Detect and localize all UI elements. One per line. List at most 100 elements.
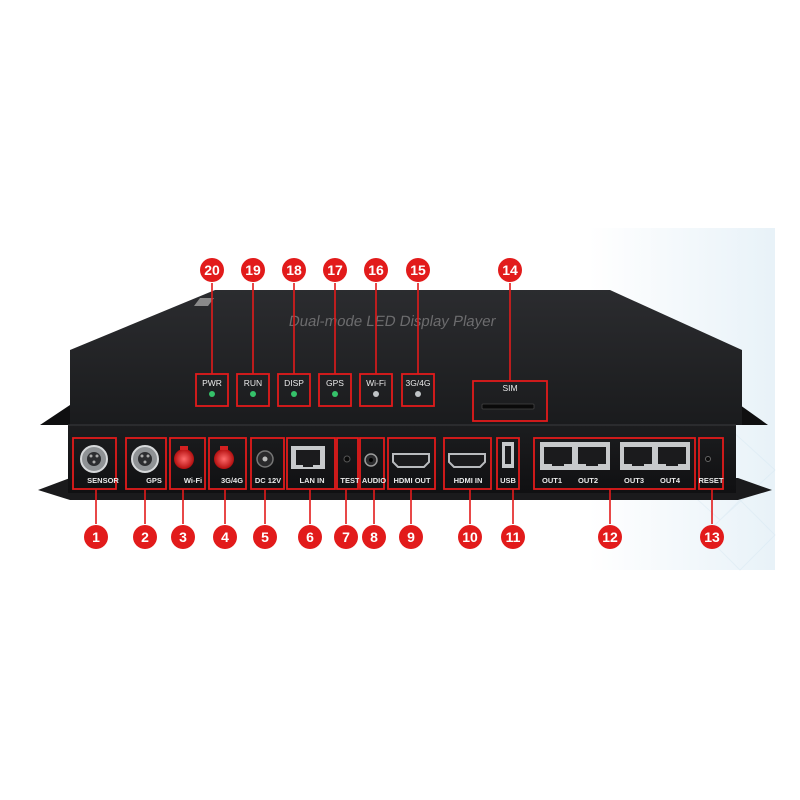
led-light	[415, 391, 421, 397]
port-callout-reset: RESET 13	[698, 437, 724, 549]
callout-16-number: 16	[368, 262, 384, 278]
port-test[interactable]	[343, 455, 351, 463]
port-callout-gps: GPS 2	[125, 437, 167, 549]
callout-19: 19	[241, 258, 265, 282]
indicator-label: DISP	[284, 378, 304, 388]
indicator-label: 3G/4G	[405, 378, 430, 388]
callout-6-number: 6	[306, 529, 314, 545]
indicator-3g4g: 3G/4G 15	[401, 258, 435, 407]
port-label: AUDIO	[362, 476, 386, 485]
port-gps[interactable]	[131, 445, 159, 473]
indicator-disp: DISP 18	[277, 258, 311, 407]
callout-14-number: 14	[502, 262, 518, 278]
indicator-label: PWR	[202, 378, 222, 388]
out-port-label: OUT2	[578, 476, 598, 485]
brand-logo	[194, 298, 214, 306]
callout-2: 2	[133, 525, 157, 549]
out-port-label: OUT4	[660, 476, 681, 485]
led-light	[250, 391, 256, 397]
callout-4: 4	[213, 525, 237, 549]
callout-14: 14	[498, 258, 522, 282]
callout-6: 6	[298, 525, 322, 549]
out-port-label: OUT1	[542, 476, 562, 485]
port-label: GPS	[146, 476, 162, 485]
callout-9-number: 9	[407, 529, 415, 545]
callout-15-number: 15	[410, 262, 426, 278]
callout-9: 9	[399, 525, 423, 549]
callout-2-number: 2	[141, 529, 149, 545]
callout-8-number: 8	[370, 529, 378, 545]
led-light	[291, 391, 297, 397]
callout-13: 13	[700, 525, 724, 549]
callout-1-number: 1	[92, 529, 100, 545]
port-label: TEST	[340, 476, 360, 485]
callout-12: 12	[598, 525, 622, 549]
port-callout-hdmi-in: HDMI IN 10	[443, 437, 492, 549]
callout-7-number: 7	[342, 529, 350, 545]
sim-slot[interactable]: SIM	[472, 380, 548, 422]
port-label: USB	[500, 476, 516, 485]
port-sensor[interactable]	[80, 445, 108, 473]
port-usb[interactable]	[502, 442, 514, 468]
callout-3: 3	[171, 525, 195, 549]
sim-label: SIM	[502, 383, 517, 393]
port-callout-lan-in: LAN IN6	[286, 437, 336, 549]
callout-3-number: 3	[179, 529, 187, 545]
port-label: 3G/4G	[221, 476, 243, 485]
port-lan-in[interactable]	[291, 446, 325, 469]
antenna-3g4g[interactable]	[214, 446, 234, 469]
callout-13-number: 13	[704, 529, 720, 545]
brand-text: Dual-mode LED Display Player	[287, 313, 497, 330]
port-label: Wi-Fi	[184, 476, 202, 485]
chassis-top	[70, 290, 742, 425]
port-label: RESET	[698, 476, 723, 485]
sim-callout: 14	[498, 258, 522, 381]
callout-16: 16	[364, 258, 388, 282]
port-dc12v[interactable]	[256, 450, 274, 468]
led-light	[332, 391, 338, 397]
callout-19-number: 19	[245, 262, 261, 278]
indicator-gps: GPS 17	[318, 258, 352, 407]
callout-18: 18	[282, 258, 306, 282]
callout-10-number: 10	[462, 529, 478, 545]
callout-10: 10	[458, 525, 482, 549]
port-callout-3g-4g: 3G/4G 4	[208, 437, 247, 549]
callout-7: 7	[334, 525, 358, 549]
callout-4-number: 4	[221, 529, 229, 545]
port-callout-wi-fi: Wi-Fi 3	[169, 437, 206, 549]
port-hdmi-out[interactable]	[392, 453, 430, 468]
port-label: HDMI IN	[454, 476, 483, 485]
callout-11: 11	[501, 525, 525, 549]
out-port-label: OUT3	[624, 476, 644, 485]
led-light	[209, 391, 215, 397]
indicator-wifi: Wi-Fi 16	[359, 258, 393, 407]
callout-17: 17	[323, 258, 347, 282]
callout-12-number: 12	[602, 529, 618, 545]
port-callout-dc-12v: DC 12V 5	[250, 437, 285, 549]
port-label: HDMI OUT	[393, 476, 430, 485]
antenna-wifi[interactable]	[174, 446, 194, 469]
port-label: DC 12V	[255, 476, 281, 485]
indicator-label: Wi-Fi	[366, 378, 386, 388]
ports-out-1-4[interactable]	[540, 442, 690, 470]
indicator-label: GPS	[326, 378, 344, 388]
callout-18-number: 18	[286, 262, 302, 278]
callout-17-number: 17	[327, 262, 343, 278]
port-callout-test: TEST 7	[334, 437, 360, 549]
port-callout-hdmi-out: HDMI OUT 9	[387, 437, 436, 549]
callout-8: 8	[362, 525, 386, 549]
indicator-pwr: PWR 20	[195, 258, 229, 407]
callout-5: 5	[253, 525, 277, 549]
port-callout-audio: AUDIO 8	[359, 437, 386, 549]
callout-20-number: 20	[204, 262, 220, 278]
port-callout-usb: USB 11	[496, 437, 525, 549]
led-light	[373, 391, 379, 397]
button-reset[interactable]	[705, 456, 711, 462]
port-audio[interactable]	[364, 453, 378, 467]
port-hdmi-in[interactable]	[448, 453, 486, 468]
